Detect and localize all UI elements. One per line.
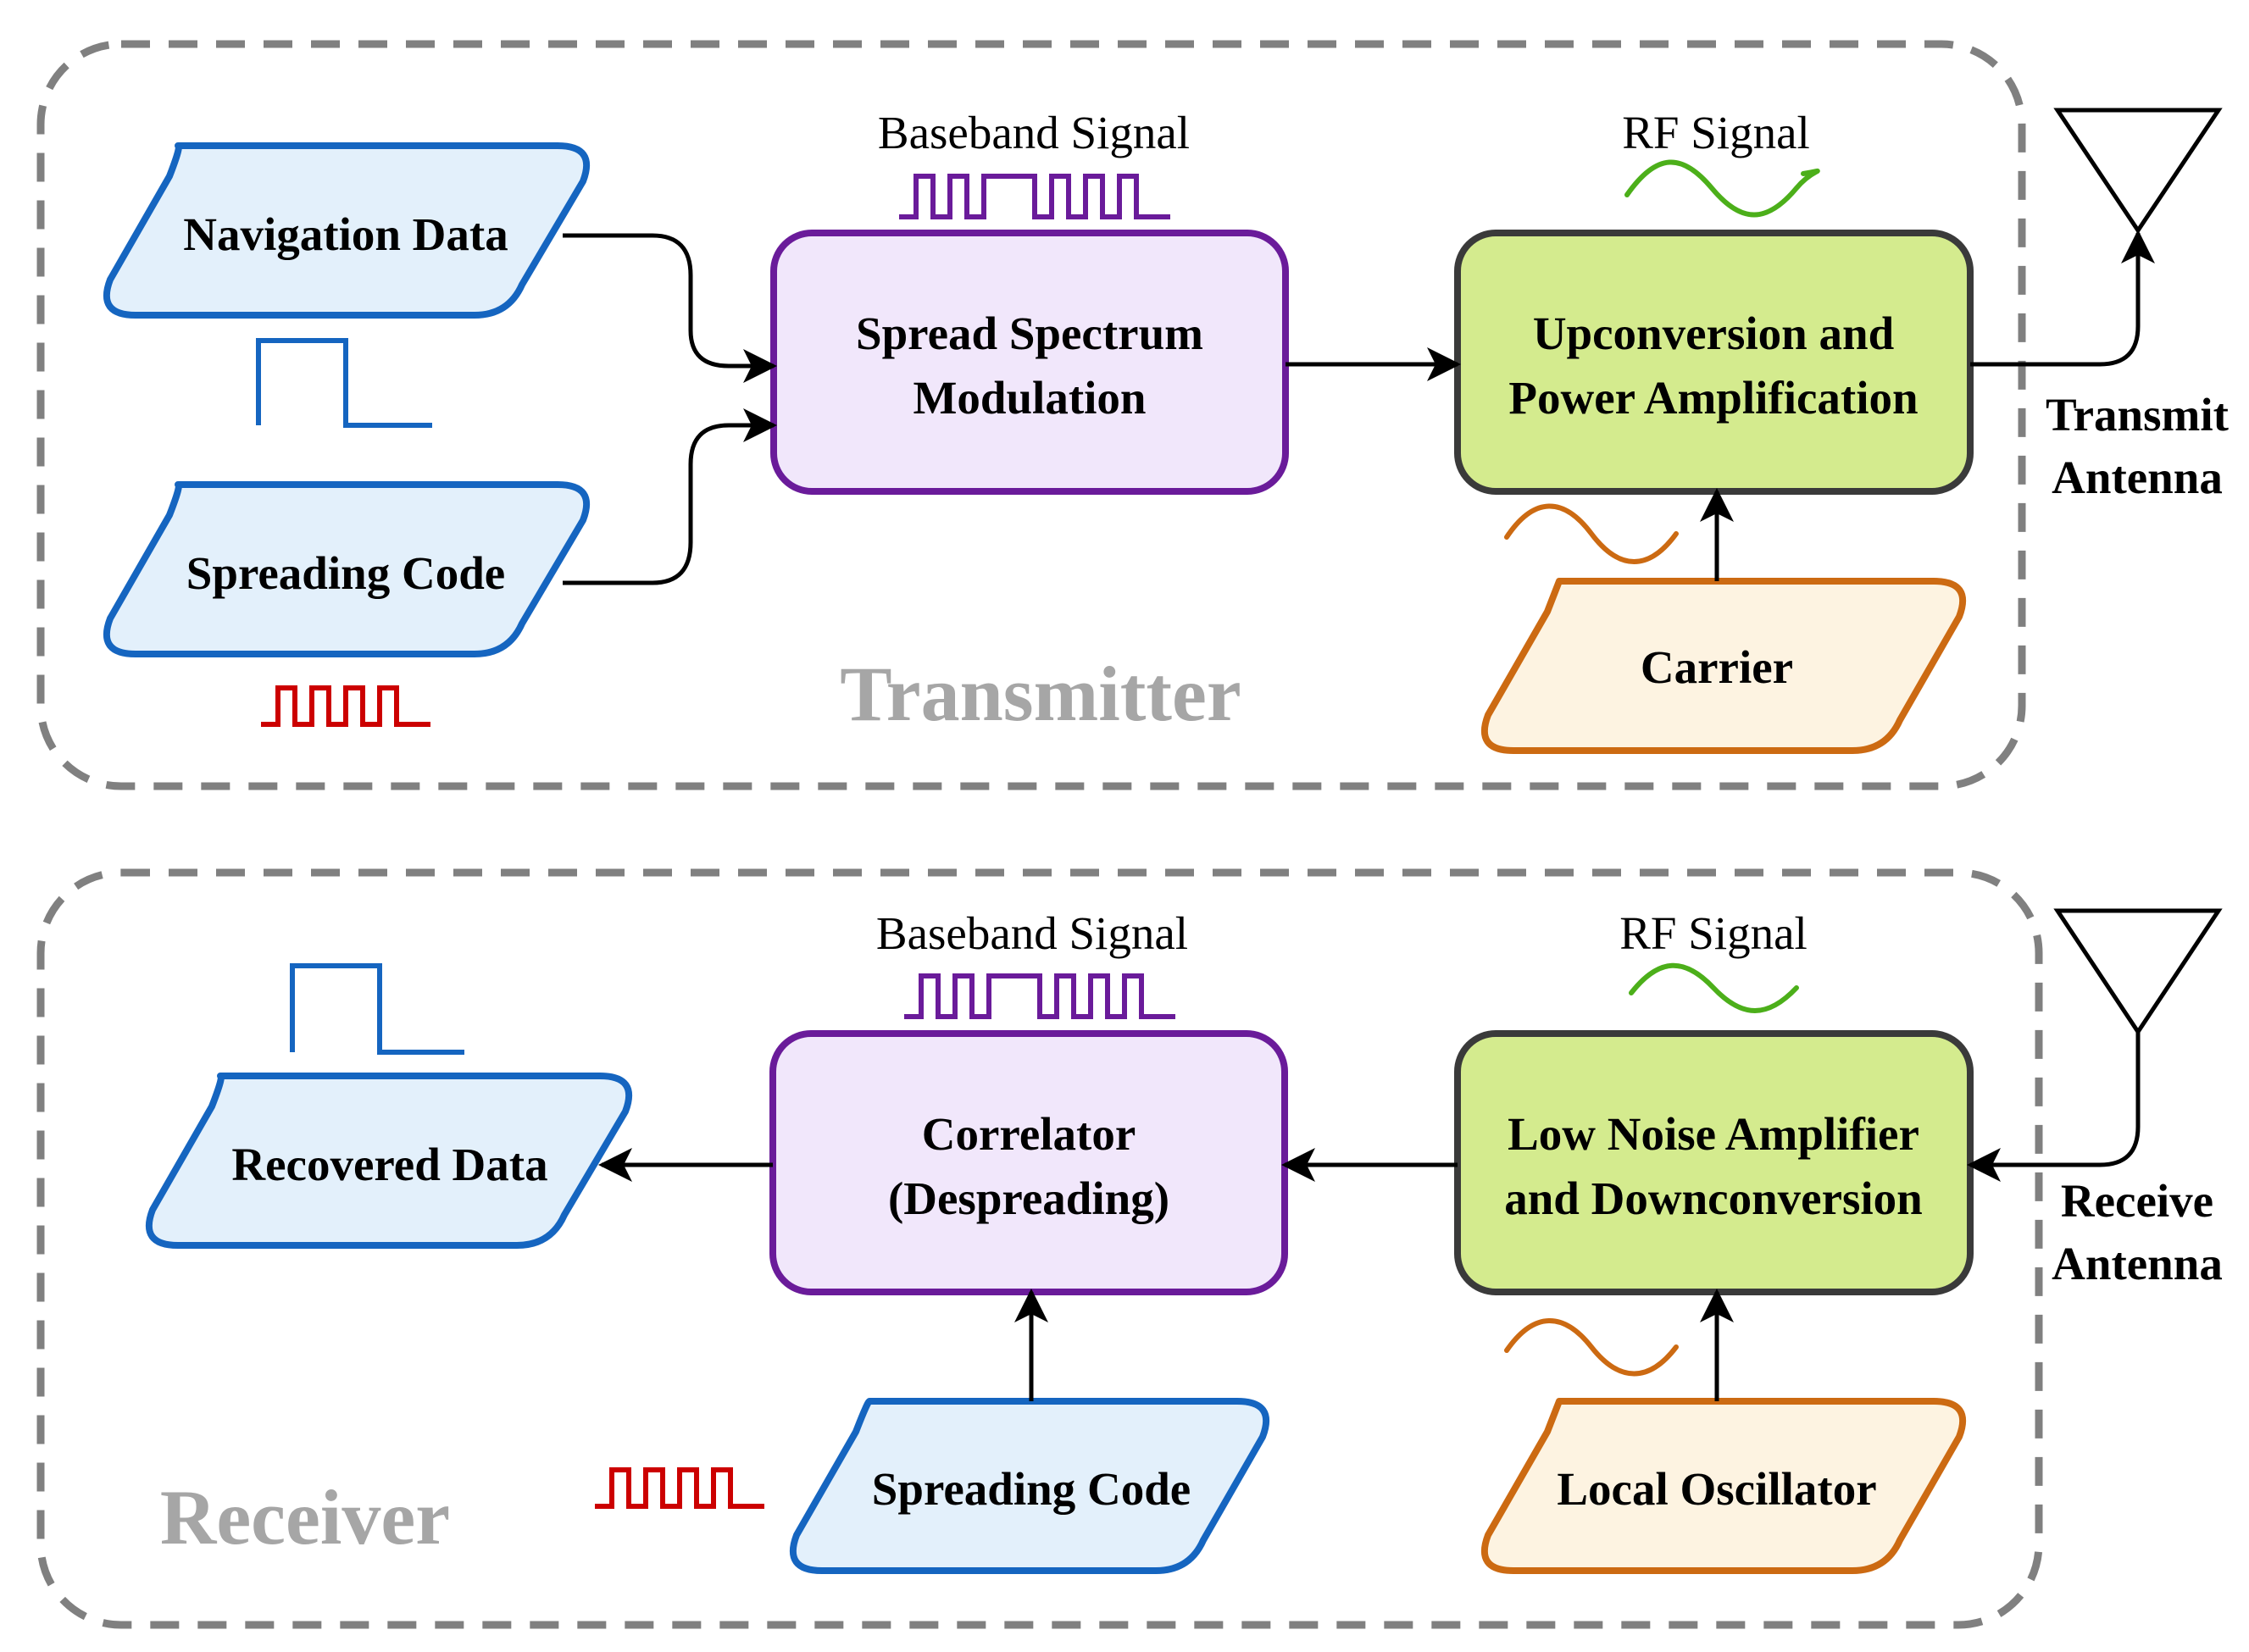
upconversion-block: Upconversion and Power Amplification [1454, 230, 1974, 495]
rx-spreading-code-label: Spreading Code [872, 1463, 1191, 1515]
upconversion-label-line1: Upconversion and [1533, 308, 1894, 359]
modulation-label-line1: Spread Spectrum [856, 308, 1203, 359]
receive-antenna-label-line1: Receive [2061, 1175, 2213, 1227]
spreading-code-label: Spreading Code [186, 547, 505, 599]
spreading-code-square-wave-icon [261, 685, 430, 727]
arrow-nav-to-modulation [563, 233, 777, 383]
receiver-border [36, 868, 2043, 1629]
rx-baseband-square-wave-icon [904, 973, 1175, 1019]
carrier-label: Carrier [1641, 641, 1793, 693]
carrier-block: Carrier [1480, 578, 1967, 754]
recovered-data-block: Recovered Data [145, 1073, 633, 1249]
upconversion-label-line2: Power Amplification [1508, 372, 1918, 424]
navigation-data-pulse-icon [256, 338, 432, 428]
lna-label-line2: and Downconversion [1504, 1172, 1923, 1224]
rx-spreading-code-square-wave-icon [595, 1467, 764, 1509]
arrow-upconversion-to-antenna [1970, 230, 2155, 367]
transmit-antenna-icon [2053, 108, 2223, 235]
receiver-section: Receiver Recovered Data Correlator (Desp… [36, 868, 2223, 1629]
receive-antenna-label-line2: Antenna [2052, 1238, 2223, 1289]
navigation-data-block: Navigation Data [103, 142, 591, 319]
local-oscillator-wave-icon [1504, 1318, 1679, 1377]
arrow-code-to-modulation [563, 408, 777, 585]
rx-spreading-code-block: Spreading Code [789, 1398, 1270, 1574]
transmit-antenna-label-line2: Antenna [2052, 452, 2223, 503]
local-oscillator-label: Local Oscillator [1557, 1463, 1876, 1515]
recovered-data-pulse-icon [290, 963, 464, 1055]
lna-label-line1: Low Noise Amplifier [1508, 1108, 1919, 1160]
correlator-block: Correlator (Despreading) [769, 1030, 1288, 1295]
recovered-data-label: Recovered Data [231, 1139, 547, 1190]
spreading-code-block: Spreading Code [103, 481, 591, 657]
rx-rf-signal-label: RF Signal [1619, 907, 1808, 959]
transmitter-section: Transmitter Navigation Data Spreading Co… [36, 40, 2230, 790]
tx-rf-signal-label: RF Signal [1622, 107, 1810, 158]
correlator-label-line2: (Despreading) [888, 1172, 1169, 1224]
navigation-data-label: Navigation Data [183, 208, 508, 260]
transmitter-border [36, 40, 2026, 790]
tx-baseband-signal-label: Baseband Signal [878, 107, 1190, 158]
transmit-antenna-label-line1: Transmit [2046, 389, 2230, 441]
local-oscillator-block: Local Oscillator [1480, 1398, 1967, 1574]
rx-baseband-signal-label: Baseband Signal [876, 907, 1188, 959]
arrow-antenna-to-lna [1967, 1032, 2141, 1182]
receiver-title: Receiver [160, 1474, 450, 1561]
modulation-label-line2: Modulation [913, 372, 1146, 424]
spread-spectrum-modulation-block: Spread Spectrum Modulation [770, 230, 1289, 495]
rx-rf-wave-icon [1629, 962, 1799, 1013]
correlator-label-line1: Correlator [922, 1108, 1136, 1160]
tx-baseband-square-wave-icon [899, 174, 1170, 219]
lna-downconversion-block: Low Noise Amplifier and Downconversion [1454, 1030, 1974, 1295]
carrier-wave-icon [1504, 503, 1679, 564]
transmitter-title: Transmitter [840, 651, 1241, 737]
receive-antenna-icon [2053, 908, 2223, 1036]
tx-rf-wave-icon [1624, 159, 1820, 218]
